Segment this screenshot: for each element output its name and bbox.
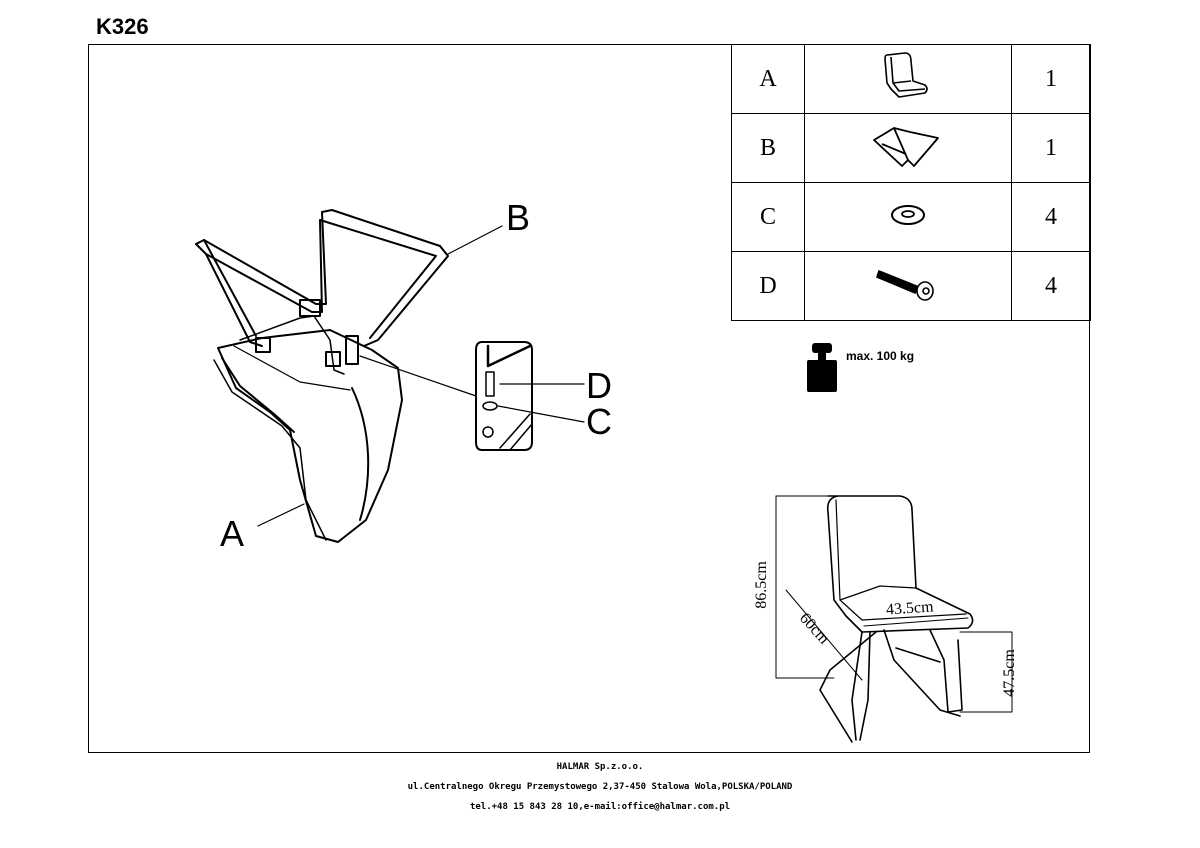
hardware-detail-box	[475, 341, 533, 451]
part-qty: 1	[1011, 44, 1091, 114]
frame-legs-drawing	[195, 209, 449, 375]
bolt-icon	[876, 269, 934, 301]
parts-row: D 4	[731, 251, 1091, 321]
part-qty: 4	[1011, 182, 1091, 252]
dimension-chair-drawing	[775, 495, 1013, 743]
part-letter: A	[731, 44, 805, 114]
washer-icon	[891, 204, 925, 225]
max-load-label: max. 100 kg	[846, 349, 915, 363]
dimension-seat-height: 47.5cm	[1000, 649, 1018, 697]
dimension-width: 43.5cm	[885, 598, 935, 619]
part-qty: 4	[1011, 251, 1091, 321]
part-letter: B	[731, 113, 805, 183]
company-address: ul.Centralnego Okregu Przemystowego 2,37…	[407, 782, 793, 792]
company-footer: HALMAR Sp.z.o.o. ul.Centralnego Okregu P…	[0, 757, 1200, 817]
seat-shell-drawing	[213, 329, 403, 543]
parts-row: C 4	[731, 182, 1091, 252]
company-name: HALMAR Sp.z.o.o.	[556, 762, 644, 772]
drawing-frame	[88, 44, 1090, 753]
callout-a: A	[220, 513, 245, 554]
callout-d: D	[586, 365, 612, 406]
company-contact: tel.+48 15 843 28 10,e-mail:office@halma…	[469, 802, 731, 812]
dimension-height: 86.5cm	[752, 561, 770, 609]
parts-table: A 1 B 1 C	[731, 44, 1091, 321]
part-qty: 1	[1011, 113, 1091, 183]
callout-b: B	[506, 197, 531, 238]
chair-seat-shell-icon	[884, 51, 928, 98]
part-letter: C	[731, 182, 805, 252]
parts-row: A 1	[731, 44, 1091, 114]
product-code: K326	[96, 14, 149, 39]
parts-row: B 1	[731, 113, 1091, 183]
callout-c: C	[586, 401, 612, 442]
part-letter: D	[731, 251, 805, 321]
weight-icon	[807, 343, 837, 392]
chair-frame-legs-icon	[873, 126, 939, 167]
